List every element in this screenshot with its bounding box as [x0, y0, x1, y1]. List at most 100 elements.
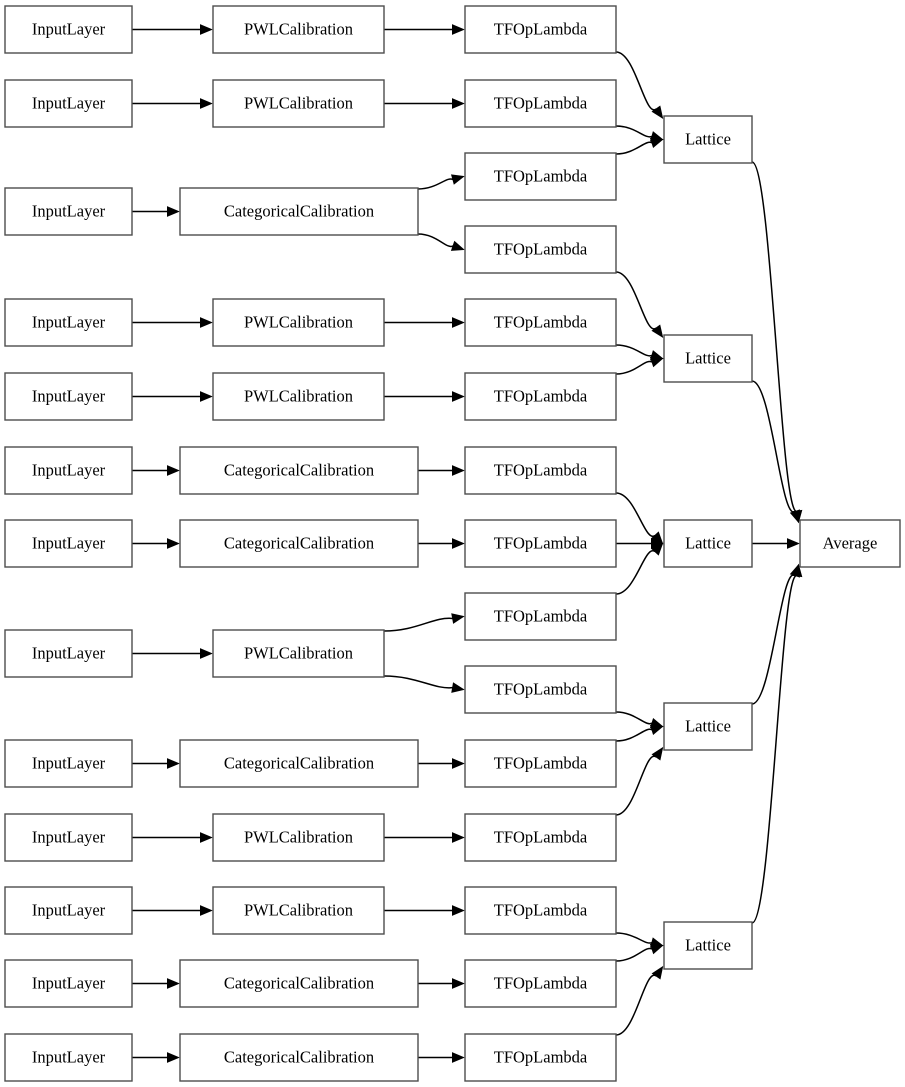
node-input-layer-in8[interactable]: InputLayer [4, 629, 133, 678]
node-box[interactable] [464, 152, 617, 201]
node-pwlcalibration-cal11[interactable]: PWLCalibration [212, 886, 385, 935]
node-box[interactable] [464, 1033, 617, 1082]
node-lattice-lat3[interactable]: Lattice [663, 519, 753, 568]
node-box[interactable] [464, 813, 617, 862]
node-box[interactable] [464, 79, 617, 128]
node-input-layer-in9[interactable]: InputLayer [4, 739, 133, 788]
node-tfop-lambda-op12[interactable]: TFOpLambda [464, 813, 617, 862]
node-box[interactable] [179, 739, 419, 788]
node-tfop-lambda-op13[interactable]: TFOpLambda [464, 886, 617, 935]
node-tfop-lambda-op8[interactable]: TFOpLambda [464, 519, 617, 568]
node-tfop-lambda-op5[interactable]: TFOpLambda [464, 298, 617, 347]
node-tfop-lambda-op9[interactable]: TFOpLambda [464, 592, 617, 641]
node-input-layer-in7[interactable]: InputLayer [4, 519, 133, 568]
node-box[interactable] [663, 921, 753, 970]
node-box[interactable] [4, 813, 133, 862]
node-box[interactable] [4, 886, 133, 935]
node-input-layer-in10[interactable]: InputLayer [4, 813, 133, 862]
node-box[interactable] [4, 446, 133, 495]
node-box[interactable] [4, 298, 133, 347]
node-box[interactable] [179, 519, 419, 568]
node-pwlcalibration-cal1[interactable]: PWLCalibration [212, 5, 385, 54]
node-tfop-lambda-op6[interactable]: TFOpLambda [464, 372, 617, 421]
node-box[interactable] [212, 5, 385, 54]
node-categorical-calibration-cal12[interactable]: CategoricalCalibration [179, 959, 419, 1008]
node-tfop-lambda-op2[interactable]: TFOpLambda [464, 79, 617, 128]
node-categorical-calibration-cal6[interactable]: CategoricalCalibration [179, 446, 419, 495]
node-pwlcalibration-cal5[interactable]: PWLCalibration [212, 372, 385, 421]
node-box[interactable] [4, 187, 133, 236]
node-tfop-lambda-op11[interactable]: TFOpLambda [464, 739, 617, 788]
node-box[interactable] [212, 629, 385, 678]
node-box[interactable] [4, 5, 133, 54]
node-categorical-calibration-cal9[interactable]: CategoricalCalibration [179, 739, 419, 788]
node-pwlcalibration-cal4[interactable]: PWLCalibration [212, 298, 385, 347]
node-lattice-lat5[interactable]: Lattice [663, 921, 753, 970]
node-tfop-lambda-op14[interactable]: TFOpLambda [464, 959, 617, 1008]
node-box[interactable] [212, 79, 385, 128]
node-categorical-calibration-cal7[interactable]: CategoricalCalibration [179, 519, 419, 568]
node-box[interactable] [4, 629, 133, 678]
node-pwlcalibration-cal8[interactable]: PWLCalibration [212, 629, 385, 678]
node-box[interactable] [464, 886, 617, 935]
node-box[interactable] [4, 739, 133, 788]
node-categorical-calibration-cal13[interactable]: CategoricalCalibration [179, 1033, 419, 1082]
node-lattice-lat4[interactable]: Lattice [663, 702, 753, 751]
edge-in7-to-cal7 [132, 538, 180, 549]
node-box[interactable] [663, 519, 753, 568]
node-box[interactable] [4, 372, 133, 421]
node-pwlcalibration-cal10[interactable]: PWLCalibration [212, 813, 385, 862]
node-box[interactable] [464, 298, 617, 347]
node-input-layer-in13[interactable]: InputLayer [4, 1033, 133, 1082]
node-box[interactable] [4, 1033, 133, 1082]
node-box[interactable] [663, 115, 753, 164]
node-box[interactable] [464, 372, 617, 421]
node-tfop-lambda-op15[interactable]: TFOpLambda [464, 1033, 617, 1082]
node-box[interactable] [212, 813, 385, 862]
node-box[interactable] [464, 446, 617, 495]
node-input-layer-in11[interactable]: InputLayer [4, 886, 133, 935]
node-tfop-lambda-op3[interactable]: TFOpLambda [464, 152, 617, 201]
node-box[interactable] [464, 959, 617, 1008]
node-box[interactable] [464, 739, 617, 788]
edge-cal4-to-op5 [384, 317, 465, 328]
node-input-layer-in6[interactable]: InputLayer [4, 446, 133, 495]
node-box[interactable] [464, 5, 617, 54]
node-box[interactable] [464, 519, 617, 568]
node-input-layer-in5[interactable]: InputLayer [4, 372, 133, 421]
node-box[interactable] [4, 79, 133, 128]
node-box[interactable] [4, 959, 133, 1008]
node-box[interactable] [663, 702, 753, 751]
node-lattice-lat2[interactable]: Lattice [663, 334, 753, 383]
node-box[interactable] [464, 665, 617, 714]
node-tfop-lambda-op7[interactable]: TFOpLambda [464, 446, 617, 495]
node-input-layer-in4[interactable]: InputLayer [4, 298, 133, 347]
node-box[interactable] [179, 959, 419, 1008]
node-average-avg[interactable]: Average [799, 519, 901, 568]
edge-arrowhead [651, 105, 664, 120]
node-tfop-lambda-op10[interactable]: TFOpLambda [464, 665, 617, 714]
node-box[interactable] [4, 519, 133, 568]
node-box[interactable] [179, 446, 419, 495]
node-input-layer-in12[interactable]: InputLayer [4, 959, 133, 1008]
node-box[interactable] [212, 298, 385, 347]
node-box[interactable] [663, 334, 753, 383]
node-input-layer-in1[interactable]: InputLayer [4, 5, 133, 54]
edge-op10-to-lat4 [615, 711, 664, 729]
node-box[interactable] [179, 187, 419, 236]
node-tfop-lambda-op4[interactable]: TFOpLambda [464, 225, 617, 274]
node-box[interactable] [464, 592, 617, 641]
node-box[interactable] [212, 886, 385, 935]
node-tfop-lambda-op1[interactable]: TFOpLambda [464, 5, 617, 54]
node-lattice-lat1[interactable]: Lattice [663, 115, 753, 164]
node-box[interactable] [799, 519, 901, 568]
node-box[interactable] [179, 1033, 419, 1082]
node-box[interactable] [212, 372, 385, 421]
node-pwlcalibration-cal2[interactable]: PWLCalibration [212, 79, 385, 128]
node-input-layer-in2[interactable]: InputLayer [4, 79, 133, 128]
node-box[interactable] [464, 225, 617, 274]
edge-cal3-to-op4 [417, 233, 465, 251]
edge-line [615, 51, 657, 111]
node-input-layer-in3[interactable]: InputLayer [4, 187, 133, 236]
node-categorical-calibration-cal3[interactable]: CategoricalCalibration [179, 187, 419, 236]
